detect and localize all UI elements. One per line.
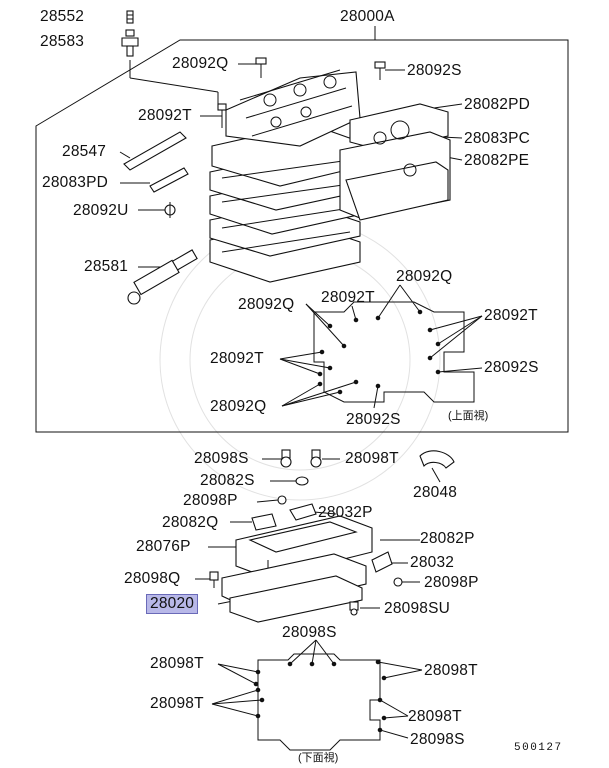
valve-body-stack [209, 69, 373, 283]
sensor-28583 [121, 29, 139, 57]
solenoid-28581 [127, 249, 198, 305]
label-28098P-right[interactable]: 28098P [424, 574, 479, 591]
plate-28547 [123, 131, 187, 171]
note-lower-view: (下面視) [298, 752, 339, 764]
label-28092T-lower-left[interactable]: 28092T [210, 350, 264, 367]
note-upper-view: (上面視) [448, 410, 489, 422]
label-28092T-right[interactable]: 28092T [484, 307, 538, 324]
label-28098T-lower-right-2[interactable]: 28098T [408, 708, 462, 725]
label-28082P[interactable]: 28082P [420, 530, 475, 547]
label-28098S-lower[interactable]: 28098S [282, 624, 337, 641]
bolt-28092T [217, 103, 227, 128]
label-28083PC[interactable]: 28083PC [464, 130, 531, 147]
upper-view-outline [313, 301, 475, 403]
strainer-28020 [229, 575, 363, 623]
label-28098T-lower-right-1[interactable]: 28098T [424, 662, 478, 679]
seal-28082Q [251, 513, 277, 531]
bracket-28032P [289, 503, 317, 521]
bolt-28098Q [209, 571, 219, 588]
assembly-frame [35, 39, 569, 433]
bolt-28092Q [255, 57, 267, 78]
label-28092T-center[interactable]: 28092T [321, 289, 375, 306]
bolt-28098P-l [277, 495, 287, 505]
label-28098T[interactable]: 28098T [345, 450, 399, 467]
bolt-28092U [164, 202, 176, 218]
label-28092S-bottom[interactable]: 28092S [346, 411, 401, 428]
label-28098T-lower-left-2[interactable]: 28098T [150, 695, 204, 712]
bolt-28098T [310, 449, 322, 468]
label-28583[interactable]: 28583 [40, 33, 85, 50]
label-28547[interactable]: 28547 [62, 143, 107, 160]
separator-plates [339, 103, 451, 221]
label-28048[interactable]: 28048 [413, 484, 458, 501]
label-28092Q-bottom[interactable]: 28092Q [210, 398, 267, 415]
bolt-28552 [126, 10, 134, 24]
label-28092Q-top[interactable]: 28092Q [172, 55, 229, 72]
label-28092T-left[interactable]: 28092T [138, 107, 192, 124]
lower-view-outline [253, 653, 387, 751]
bracket-28032 [371, 551, 393, 573]
label-28098P-left[interactable]: 28098P [183, 492, 238, 509]
label-28083PD[interactable]: 28083PD [42, 174, 109, 191]
label-28082PD[interactable]: 28082PD [464, 96, 531, 113]
label-28098Q[interactable]: 28098Q [124, 570, 181, 587]
seal-28082S [295, 476, 309, 486]
label-28092Q-right[interactable]: 28092Q [396, 268, 453, 285]
label-28092U[interactable]: 28092U [73, 202, 129, 219]
bolt-28092S [374, 61, 386, 80]
bolt-28098SU [349, 601, 359, 616]
label-28581[interactable]: 28581 [84, 258, 129, 275]
label-28082Q[interactable]: 28082Q [162, 514, 219, 531]
label-28098SU[interactable]: 28098SU [384, 600, 451, 617]
label-28032[interactable]: 28032 [410, 554, 455, 571]
label-28082PE[interactable]: 28082PE [464, 152, 530, 169]
label-28092S-top[interactable]: 28092S [407, 62, 462, 79]
label-28092Q-left[interactable]: 28092Q [238, 296, 295, 313]
label-28020-highlighted[interactable]: 28020 [146, 594, 199, 614]
hose-28048 [419, 450, 455, 469]
oil-pan-28076P [235, 515, 373, 579]
label-28000A[interactable]: 28000A [340, 8, 395, 25]
label-28076P[interactable]: 28076P [136, 538, 191, 555]
label-28092S-right[interactable]: 28092S [484, 359, 539, 376]
bolt-28098S [280, 449, 292, 468]
label-28082S[interactable]: 28082S [200, 472, 255, 489]
diagram-code: 500127 [514, 742, 563, 754]
plate-28083PD [149, 167, 189, 193]
label-28098T-lower-left-1[interactable]: 28098T [150, 655, 204, 672]
label-28098S[interactable]: 28098S [194, 450, 249, 467]
label-28552[interactable]: 28552 [40, 8, 85, 25]
label-28032P[interactable]: 28032P [318, 504, 373, 521]
bolt-28098P-r [393, 577, 403, 587]
label-28098S-lower-bottom[interactable]: 28098S [410, 731, 465, 748]
